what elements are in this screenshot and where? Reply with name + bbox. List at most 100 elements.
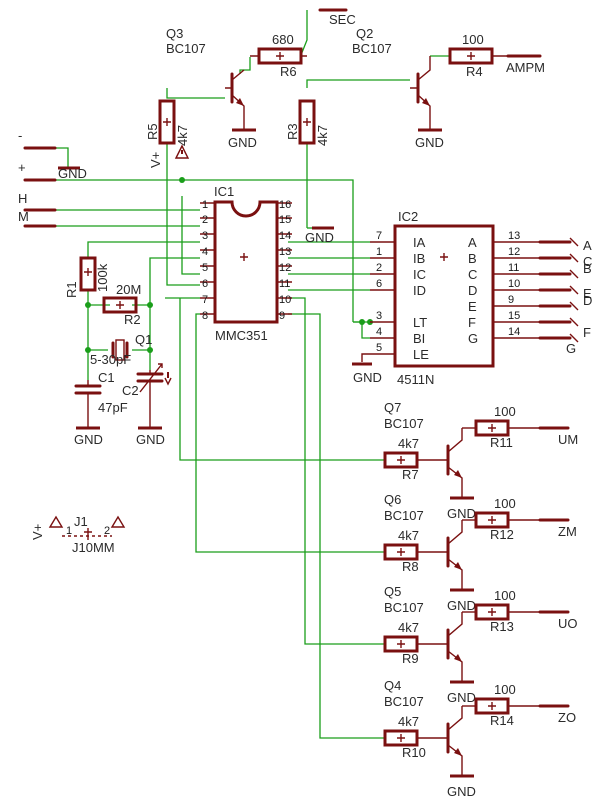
gnd-label: GND [447,598,476,613]
resistor-r1: R1 100k [64,256,110,298]
ic1-pin: 4 [202,246,208,258]
ic1-pin: 10 [279,294,291,306]
crystal-q1: Q1 [111,332,152,361]
resistor-value: 4k7 [175,125,190,146]
transistor-part: BC107 [384,416,424,431]
ic2-pin-number: 7 [376,230,382,242]
capacitor-name: C1 [98,370,115,385]
gnd-label: GND [447,784,476,799]
ic2-pin-label: IB [413,251,425,266]
ic2-pin-label: BI [413,331,425,346]
capacitor-value: 5-30pF [90,352,131,367]
jumper-part: J10MM [72,540,115,555]
resistor-r2: 20M R2 [102,282,141,327]
ic2-pin-label: IA [413,235,426,250]
resistor-value: 20M [116,282,141,297]
resistor-name: R3 [285,123,300,140]
resistor-name: R10 [402,745,426,760]
resistor-name: R8 [402,559,419,574]
ic1-pin: 6 [202,278,208,290]
ic2-pin-number: 2 [376,262,382,274]
resistor-value: 4k7 [398,714,419,729]
ic1-pin: 5 [202,262,208,274]
ic1-pin: 15 [279,214,291,226]
ic2-pin-number: 1 [376,246,382,258]
transistor-name: Q6 [384,492,401,507]
resistor-mark [397,640,440,648]
ic2-pin-label: ID [413,283,426,298]
ic2-pin-label: E [468,299,477,314]
transistor-part: BC107 [352,41,392,56]
ic1-pin: 7 [202,294,208,306]
segment-label-c: C [583,254,592,269]
transistor-leads [440,612,463,682]
ic2-pin-label: LE [413,347,429,362]
ic1-pin: 12 [279,262,291,274]
input-label-minus: - [18,128,22,143]
transistor-leads [440,706,463,776]
resistor-name: R7 [402,467,419,482]
wires [55,10,450,739]
transistor-part: BC107 [384,694,424,709]
transistor-arrow [454,748,462,756]
ic1-pin: 14 [279,230,291,242]
transistor-name: Q2 [356,26,373,41]
resistor-r3: R3 4k7 GND [285,99,334,245]
segment-label-b: B [583,261,592,276]
resistor-value: 100 [494,682,516,697]
ic1-pin: 13 [279,246,291,258]
resistor-name: R14 [490,713,514,728]
transistor-q3: GND Q3 BC107 [166,26,257,150]
ic2-pin-number: 11 [508,262,519,274]
resistor-r5: R5 4k7 V+ [145,99,190,168]
gnd-label: GND [74,432,103,447]
ic1-chip: IC1 MMC351 1 2 3 4 5 6 7 8 16 15 14 13 1… [200,184,292,343]
transistor-leads [440,428,463,498]
transistor-part: BC107 [384,600,424,615]
ic2-pin-label: C [468,267,477,282]
ic2-pin-number: 4 [376,326,382,338]
ic2-pin-label: A [468,235,477,250]
gnd-label: GND [305,230,334,245]
output-label: UO [558,616,578,631]
ic2-part: 4511N [397,372,434,387]
input-connectors: - + H M GND [18,128,87,228]
resistor-name: R12 [490,527,514,542]
ic2-pin-label: G [468,331,478,346]
transistor-arrow [454,654,462,662]
ampm-label: AMPM [506,60,545,75]
gnd-label: GND [136,432,165,447]
segment-label-g: G [566,341,576,356]
gnd-label: GND [353,370,382,385]
jumper-name: J1 [74,514,88,529]
ic2-pin-number: 3 [376,310,382,322]
ic2-pin-label: B [468,251,477,266]
ic2-pin-label: D [468,283,477,298]
ic1-pin: 11 [279,278,290,290]
resistor-value: 100 [494,496,516,511]
ic1-pin: 8 [202,310,208,322]
capacitor-value: 47pF [98,400,128,415]
resistor-value: 100 [494,404,516,419]
segment-label-e: E [583,286,592,301]
resistor-value: 680 [272,32,294,47]
ic1-pin: 16 [279,199,291,211]
ic2-pin-number: 10 [508,278,520,290]
segment-label-f: F [583,325,591,340]
jumper-j1: J1 J10MM 1 2 V+ [30,514,126,555]
ic1-pin: 9 [279,310,285,322]
resistor-name: R11 [490,435,513,450]
gnd-label: GND [228,135,257,150]
resistor-r6: 680 R6 [250,32,307,79]
resistor-value: 4k7 [398,528,419,543]
resistor-mark [397,456,440,464]
resistor-name: R5 [145,123,160,140]
resistor-name: R1 [64,281,79,298]
resistor-value: 100k [95,263,110,292]
ic2-pin-number: 15 [508,310,520,322]
